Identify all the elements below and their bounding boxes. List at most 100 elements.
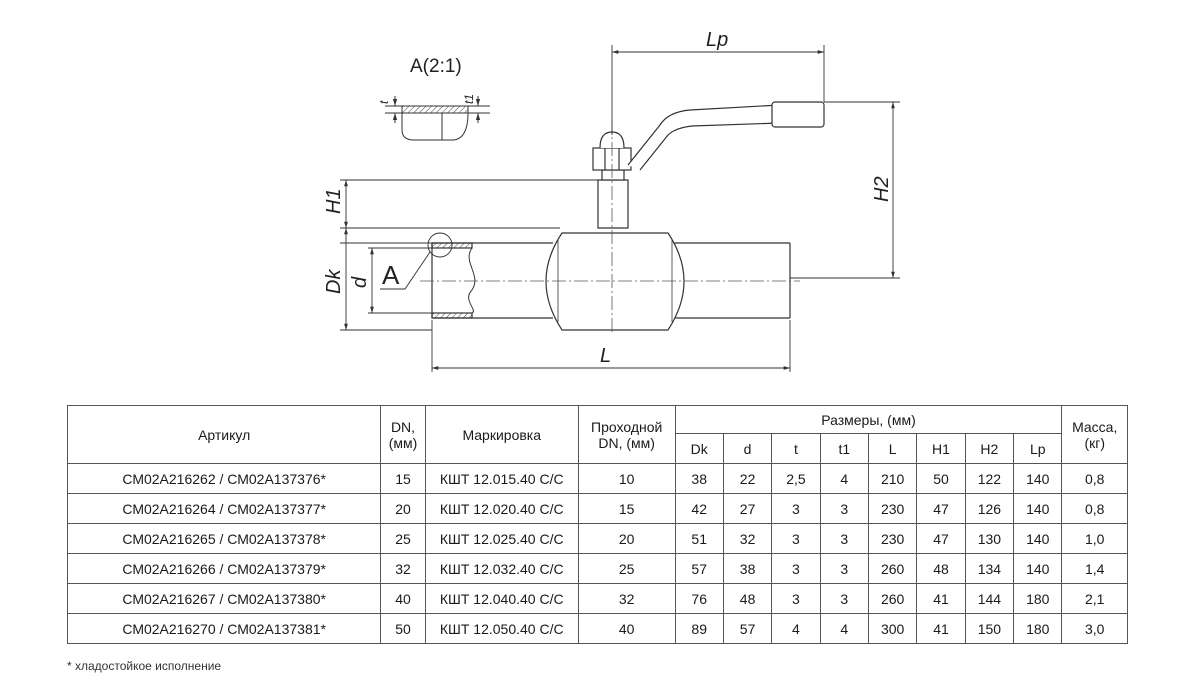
- table-cell: 230: [867, 493, 918, 524]
- table-cell: 48: [722, 583, 773, 614]
- callout-letter: A: [382, 260, 400, 290]
- table-cell: 3: [819, 493, 869, 524]
- dim-dk-label: Dk: [323, 269, 345, 294]
- header-bore: Проходной DN, (мм): [577, 405, 676, 464]
- table-cell: 27: [722, 493, 773, 524]
- table-cell: 50: [916, 463, 966, 494]
- table-cell: 38: [674, 463, 724, 494]
- detail-a-view: A(2:1) t t1: [377, 56, 490, 141]
- table-cell: 89: [674, 613, 724, 644]
- table-cell: 0,8: [1061, 463, 1128, 494]
- table-cell: 15: [577, 493, 676, 524]
- table-cell: 122: [964, 463, 1015, 494]
- table-cell: 3: [819, 583, 869, 614]
- table-cell: 140: [1013, 553, 1063, 584]
- table-cell: 32: [577, 583, 676, 614]
- table-cell: 25: [380, 523, 426, 554]
- dim-lp-label: Lp: [706, 29, 728, 51]
- header-dimensions: Размеры, (мм): [674, 405, 1063, 434]
- table-cell: 1,0: [1061, 523, 1128, 554]
- table-cell: 25: [577, 553, 676, 584]
- header-t1: t1: [819, 433, 869, 464]
- table-cell: 3: [771, 493, 821, 524]
- valve-technical-drawing: A(2:1) t t1: [323, 29, 900, 372]
- table-cell: 300: [867, 613, 918, 644]
- table-cell: КШТ 12.015.40 С/С: [424, 463, 579, 494]
- table-cell: КШТ 12.032.40 С/С: [424, 553, 579, 584]
- header-l: L: [867, 433, 918, 464]
- table-cell: 32: [380, 553, 426, 584]
- valve-outline: [431, 101, 825, 331]
- table-cell: СМ02А216265 / СМ02А137378*: [66, 523, 382, 554]
- table-cell: 4: [771, 613, 821, 644]
- table-cell: 15: [380, 463, 426, 494]
- detail-title: A(2:1): [410, 56, 462, 77]
- table-cell: СМ02А216267 / СМ02А137380*: [66, 583, 382, 614]
- table-cell: 4: [819, 463, 869, 494]
- dim-h2-label: H2: [871, 176, 893, 202]
- table-cell: 3: [771, 583, 821, 614]
- table-cell: 47: [916, 493, 966, 524]
- table-cell: 260: [867, 583, 918, 614]
- header-dn: DN, (мм): [380, 405, 426, 464]
- valve-ball-body: [545, 232, 685, 331]
- table-cell: 3,0: [1061, 613, 1128, 644]
- dim-t-label: t: [377, 100, 391, 104]
- table-cell: 140: [1013, 523, 1063, 554]
- table-cell: 47: [916, 523, 966, 554]
- table-cell: 126: [964, 493, 1015, 524]
- table-cell: 41: [916, 613, 966, 644]
- header-h2: H2: [964, 433, 1015, 464]
- table-cell: СМ02А216264 / СМ02А137377*: [66, 493, 382, 524]
- table-cell: 41: [916, 583, 966, 614]
- valve-handle: [627, 104, 781, 171]
- table-cell: 144: [964, 583, 1015, 614]
- detail-weld-hatch: [401, 105, 469, 114]
- table-cell: 20: [380, 493, 426, 524]
- table-cell: 260: [867, 553, 918, 584]
- table-cell: 40: [380, 583, 426, 614]
- table-cell: 180: [1013, 613, 1063, 644]
- header-marking: Маркировка: [424, 405, 579, 464]
- table-cell: 51: [674, 523, 724, 554]
- header-mass: Масса, (кг): [1061, 405, 1128, 464]
- table-cell: 10: [577, 463, 676, 494]
- dim-l-label: L: [600, 345, 611, 367]
- table-cell: 42: [674, 493, 724, 524]
- header-dk: Dk: [674, 433, 724, 464]
- table-cell: 140: [1013, 493, 1063, 524]
- header-article: Артикул: [66, 405, 382, 464]
- table-cell: 3: [819, 523, 869, 554]
- valve-stem: [597, 179, 629, 229]
- table-cell: СМ02А216266 / СМ02А137379*: [66, 553, 382, 584]
- table-cell: 130: [964, 523, 1015, 554]
- spec-table: Артикул DN, (мм) Маркировка Проходной DN…: [66, 405, 1128, 644]
- table-cell: 32: [722, 523, 773, 554]
- table-cell: 4: [819, 613, 869, 644]
- table-cell: 3: [771, 523, 821, 554]
- table-cell: 1,4: [1061, 553, 1128, 584]
- table-cell: 2,1: [1061, 583, 1128, 614]
- dim-h1-label: H1: [323, 188, 345, 214]
- table-cell: 140: [1013, 463, 1063, 494]
- handle-grip: [771, 101, 825, 128]
- table-cell: 150: [964, 613, 1015, 644]
- table-cell: 40: [577, 613, 676, 644]
- table-cell: 57: [674, 553, 724, 584]
- dim-t1-label: t1: [462, 94, 476, 104]
- table-cell: 134: [964, 553, 1015, 584]
- table-cell: 38: [722, 553, 773, 584]
- table-cell: 2,5: [771, 463, 821, 494]
- table-cell: 210: [867, 463, 918, 494]
- table-cell: КШТ 12.050.40 С/С: [424, 613, 579, 644]
- header-lp: Lp: [1013, 433, 1063, 464]
- left-pipe-weld-bottom: [431, 312, 473, 319]
- table-cell: 180: [1013, 583, 1063, 614]
- detail-section: [401, 112, 469, 141]
